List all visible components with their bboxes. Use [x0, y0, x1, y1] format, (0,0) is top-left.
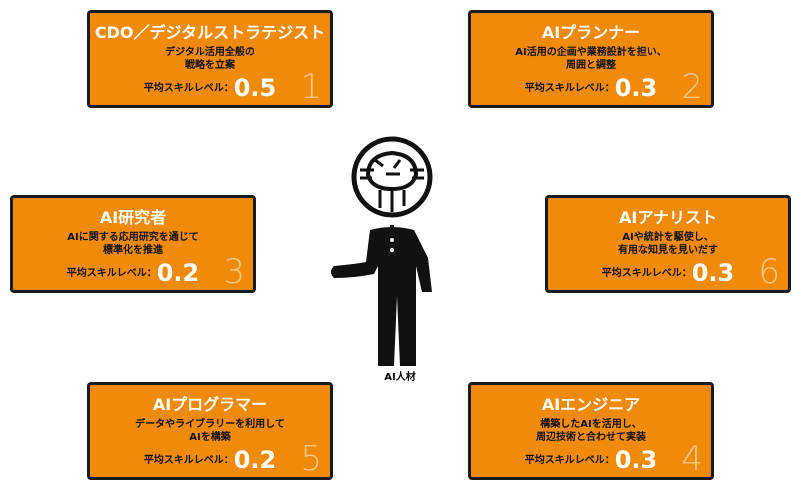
role-description: デジタル活用全般の戦略を立案: [90, 46, 330, 72]
description-line: 周囲と調整: [566, 60, 616, 71]
description-line: データやライブラリーを利用して: [135, 419, 285, 430]
description-line: 構築したAIを活用し、: [540, 419, 642, 430]
role-title: CDO／デジタルストラテジスト: [94, 23, 326, 42]
role-title: AI研究者: [99, 208, 167, 227]
skill-level-value: 0.3: [691, 259, 735, 287]
role-card: 2 AIプランナー AI活用の企画や業務設計を担い、周囲と調整 平均スキルレベル…: [468, 10, 714, 108]
role-card: 1 CDO／デジタルストラテジスト デジタル活用全般の戦略を立案 平均スキルレベ…: [87, 10, 333, 108]
ai-brain-person-icon: [331, 136, 433, 366]
skill-level-value: 0.2: [233, 446, 277, 474]
role-description: データやライブラリーを利用して AIを構築: [90, 418, 330, 444]
role-card: 4 AIエンジニア 構築したAIを活用し、周辺技術と合わせて実装 平均スキルレベ…: [468, 382, 714, 480]
skill-level: 平均スキルレベル：0.3: [471, 446, 711, 474]
skill-level: 平均スキルレベル：0.3: [471, 74, 711, 102]
role-number: 6: [758, 252, 780, 292]
role-title: AIアナリスト: [618, 208, 718, 227]
skill-level-label: 平均スキルレベル：: [524, 83, 615, 94]
role-title: AIプランナー: [541, 23, 641, 42]
role-number: 4: [681, 439, 703, 479]
ai-talent-label: AI人材: [384, 372, 416, 383]
skill-level-label: 平均スキルレベル：: [143, 83, 234, 94]
description-line: AIを構築: [189, 432, 231, 443]
role-title: AIプログラマー: [152, 395, 268, 414]
skill-level: 平均スキルレベル：0.2: [13, 259, 253, 287]
role-number: 5: [300, 439, 322, 479]
description-line: AIや統計を駆使し、: [622, 232, 714, 243]
role-number: 3: [223, 252, 245, 292]
skill-level-label: 平均スキルレベル：: [143, 455, 234, 466]
role-card: 6 AIアナリスト AIや統計を駆使し、有用な知見を見いだす 平均スキルレベル：…: [545, 195, 791, 293]
skill-level: 平均スキルレベル：0.5: [90, 74, 330, 102]
skill-level-value: 0.2: [156, 259, 200, 287]
description-line: AIに関する応用研究を通じて: [67, 232, 199, 243]
skill-level-label: 平均スキルレベル：: [524, 455, 615, 466]
description-line: 周辺技術と合わせて実装: [536, 432, 646, 443]
skill-level-label: 平均スキルレベル：: [601, 268, 692, 279]
skill-level-value: 0.3: [614, 446, 658, 474]
description-line: AI活用の企画や業務設計を担い、: [515, 47, 667, 58]
skill-level: 平均スキルレベル：0.3: [548, 259, 788, 287]
role-title: AIエンジニア: [541, 395, 641, 414]
ai-person-figure: AI人材: [320, 130, 480, 390]
skill-level: 平均スキルレベル：0.2: [90, 446, 330, 474]
role-card: 5 AIプログラマー データやライブラリーを利用して AIを構築 平均スキルレベル…: [87, 382, 333, 480]
role-number: 1: [300, 67, 322, 107]
role-description: AI活用の企画や業務設計を担い、周囲と調整: [471, 46, 711, 72]
role-card: 3 AI研究者 AIに関する応用研究を通じて標準化を推進 平均スキルレベル：0.…: [10, 195, 256, 293]
role-description: AIや統計を駆使し、有用な知見を見いだす: [548, 231, 788, 257]
description-line: 戦略を立案: [185, 60, 235, 71]
skill-level-value: 0.5: [233, 74, 277, 102]
skill-level-value: 0.3: [614, 74, 658, 102]
description-line: 有用な知見を見いだす: [618, 245, 718, 256]
description-line: 標準化を推進: [103, 245, 163, 256]
role-description: 構築したAIを活用し、周辺技術と合わせて実装: [471, 418, 711, 444]
role-number: 2: [681, 67, 703, 107]
skill-level-label: 平均スキルレベル：: [66, 268, 157, 279]
description-line: デジタル活用全般の: [165, 47, 255, 58]
role-description: AIに関する応用研究を通じて標準化を推進: [13, 231, 253, 257]
